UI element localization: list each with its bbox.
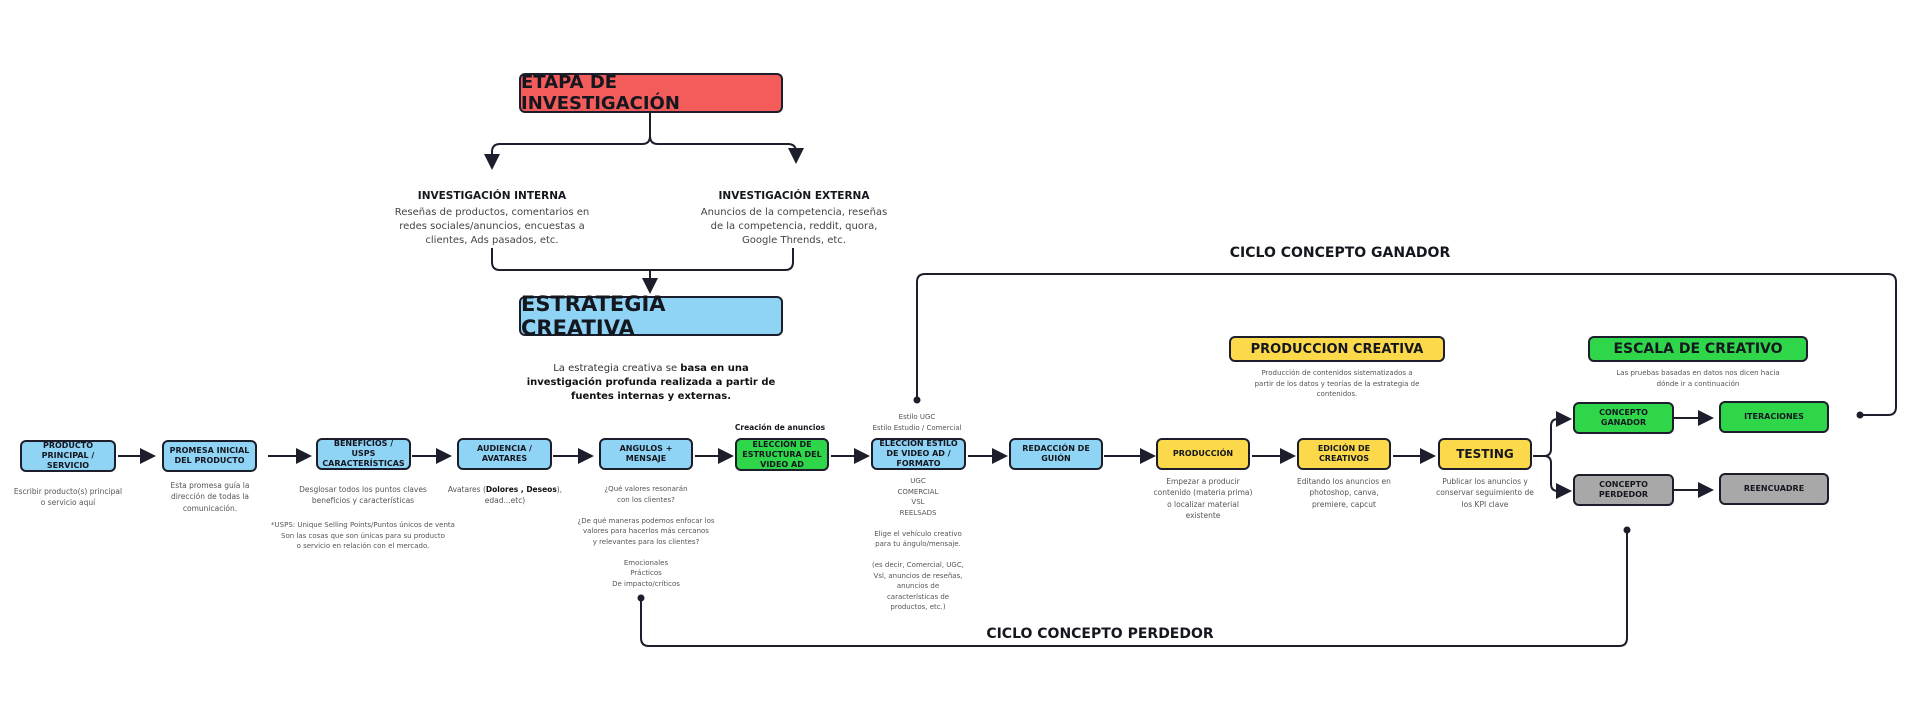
loop-perdedor-start-dot — [1623, 526, 1631, 534]
produccion-description: Producción de contenidos sistematizados … — [1254, 369, 1420, 398]
node-produccion-desc: Empezar a producir contenido (materia pr… — [1153, 477, 1253, 520]
investigacion-interna-text: Reseñas de productos, comentarios en red… — [394, 207, 590, 246]
connector-merge-left — [491, 248, 650, 271]
node-promesa-inicial-desc: Esta promesa guía la dirección de todas … — [170, 481, 250, 513]
node-estilo-video-formato[interactable]: ELECCIÓN ESTILO DE VIDEO AD / FORMATO — [871, 438, 966, 470]
investigacion-interna-title: INVESTIGACIÓN INTERNA — [417, 190, 567, 202]
connector-investigacion-split — [484, 112, 651, 170]
node-estilo-video-top: Estilo UGC Estilo Estudio / Comercial — [872, 413, 962, 432]
node-produccion[interactable]: PRODUCCIÓN — [1156, 438, 1250, 470]
node-testing[interactable]: TESTING — [1438, 438, 1532, 470]
creacion-anuncios-label: Creación de anuncios — [734, 423, 826, 432]
connector-testing-branch — [1533, 411, 1572, 457]
node-angulos-mensaje-desc: ¿Qué valores resonarán con los clientes?… — [577, 485, 715, 588]
estrategia-description-bold: basa en una investigación profunda reali… — [526, 363, 776, 402]
audiencia-desc-post: ), edad...etc) — [484, 485, 563, 506]
loop-ganador-start-dot — [1856, 411, 1864, 419]
investigacion-externa-title: INVESTIGACIÓN EXTERNA — [718, 190, 870, 202]
loop-ganador-end-dot — [913, 396, 921, 404]
node-iteraciones[interactable]: ITERACIONES — [1719, 401, 1829, 433]
node-testing-desc: Publicar los anuncios y conservar seguim… — [1436, 477, 1534, 509]
node-edicion-creativos-desc: Editando los anuncios en photoshop, canv… — [1297, 477, 1391, 509]
connector-testing-branch-down — [1543, 455, 1572, 499]
node-reencuadre[interactable]: REENCUADRE — [1719, 473, 1829, 505]
node-estilo-video-desc: UGC COMERCIAL VSL REELSADS Elige el vehí… — [872, 477, 964, 611]
stage-produccion-creativa: PRODUCCION CREATIVA — [1229, 336, 1445, 362]
connector-merge-right — [650, 248, 794, 271]
loop-perdedor-end-dot — [637, 594, 645, 602]
node-beneficios-usps-note: *USPS: Unique Selling Points/Puntos únic… — [271, 521, 455, 550]
audiencia-desc-pre: Avatares ( — [447, 485, 486, 494]
node-concepto-ganador[interactable]: CONCEPTO GANADOR — [1573, 402, 1674, 434]
node-beneficios-usps[interactable]: BENEFICIOS / USPS CARACTERÍSTICAS — [316, 438, 411, 470]
connector-investigacion-split-right — [649, 135, 804, 164]
cycle-ganador-label: CICLO CONCEPTO GANADOR — [1229, 245, 1451, 261]
investigacion-externa-text: Anuncios de la competencia, reseñas de l… — [700, 207, 888, 246]
stage-escala-de-creativo: ESCALA DE CREATIVO — [1588, 336, 1808, 362]
audiencia-desc-bold: Dolores , Deseos — [485, 485, 557, 494]
node-producto-principal[interactable]: PRODUCTO PRINCIPAL / SERVICIO — [20, 440, 116, 472]
node-redaccion-guion[interactable]: REDACCIÓN DE GUIÓN — [1009, 438, 1103, 470]
cycle-perdedor-label: CICLO CONCEPTO PERDEDOR — [986, 626, 1214, 642]
node-concepto-perdedor[interactable]: CONCEPTO PERDEDOR — [1573, 474, 1674, 506]
node-producto-principal-desc: Escribir producto(s) principal o servici… — [13, 487, 123, 508]
node-audiencia-avatares-desc: Avatares (Dolores , Deseos), edad...etc) — [440, 484, 570, 507]
estrategia-description: La estrategia creativa se basa en una in… — [515, 348, 787, 404]
node-promesa-inicial[interactable]: PROMESA INICIAL DEL PRODUCTO — [162, 440, 257, 472]
escala-description: Las pruebas basadas en datos nos dicen h… — [1616, 369, 1780, 388]
node-angulos-mensaje[interactable]: ANGULOS + MENSAJE — [599, 438, 693, 470]
node-beneficios-usps-desc: Desglosar todos los puntos claves benefi… — [299, 485, 427, 506]
node-estructura-video-ad[interactable]: ELECCIÓN DE ESTRUCTURA DEL VIDEO AD — [735, 438, 829, 471]
estrategia-description-normal: La estrategia creativa se — [553, 363, 681, 374]
node-audiencia-avatares[interactable]: AUDIENCIA / AVATARES — [457, 438, 552, 470]
stage-estrategia-creativa: ESTRATEGIA CREATIVA — [519, 292, 783, 340]
node-edicion-creativos[interactable]: EDICIÓN DE CREATIVOS — [1297, 438, 1391, 470]
stage-investigacion: ETAPA DE INVESTIGACIÓN — [519, 72, 783, 114]
